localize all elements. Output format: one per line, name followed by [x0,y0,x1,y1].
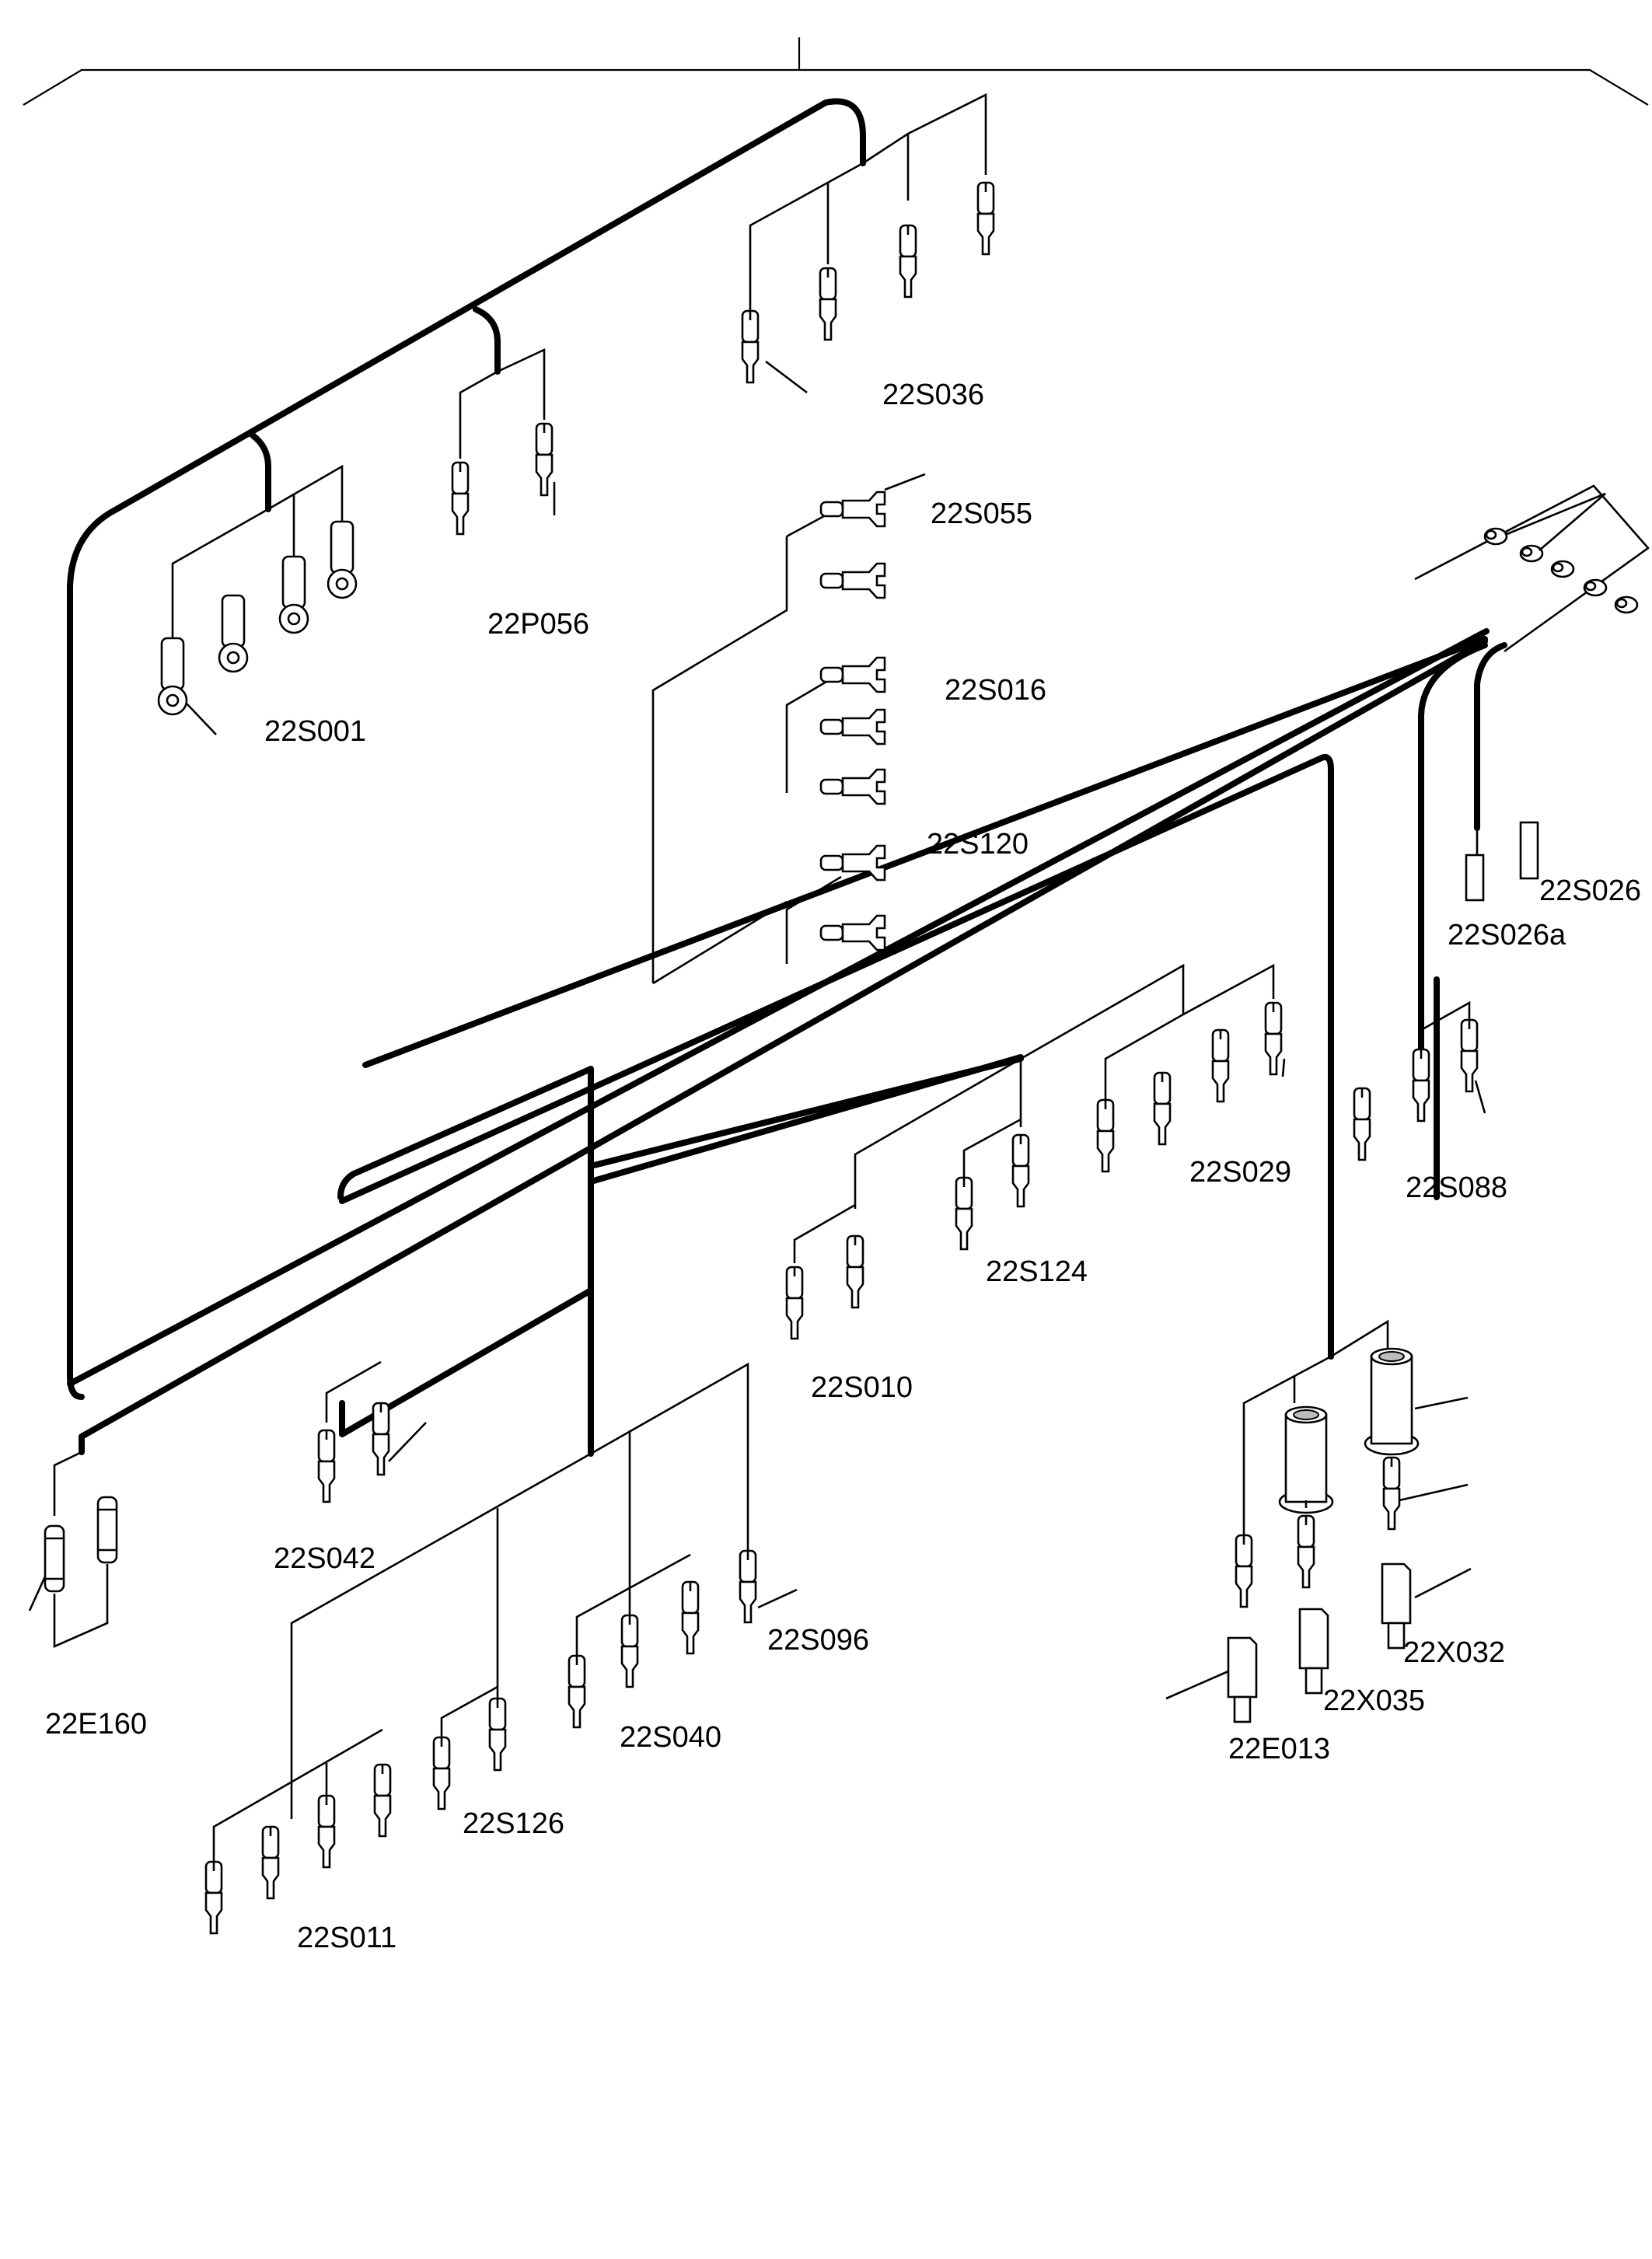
label-22s040: 22S040 [620,1721,721,1754]
label-22s055: 22S055 [931,498,1032,530]
label-22s026a: 22S026a [1448,919,1566,951]
label-22s124: 22S124 [986,1255,1088,1288]
group-top-right-pins [1414,484,1650,653]
group-22s042 [317,1360,427,1503]
label-22s120: 22S120 [927,828,1029,861]
label-22p056: 22P056 [487,608,589,641]
label-22s011: 22S011 [297,1922,396,1954]
label-22s016: 22S016 [945,674,1046,707]
label-22s096: 22S096 [767,1624,869,1657]
component-labels: 22S036 22S055 22P056 22S016 22S001 22S12… [45,379,1641,1954]
label-22s088: 22S088 [1406,1171,1507,1204]
group-22s026 [1465,821,1539,902]
label-22e160: 22E160 [45,1708,147,1741]
group-22p056 [451,347,556,536]
group-22s036 [741,93,995,394]
label-22x035: 22X035 [1323,1685,1425,1717]
frame-outline [23,37,1649,106]
label-22s126: 22S126 [463,1807,564,1840]
label-22s026: 22S026 [1539,875,1641,907]
group-22s001 [157,464,358,735]
group-22s088 [1353,1000,1486,1161]
label-22s036: 22S036 [882,379,984,411]
main-harness-trunks [67,98,1507,1457]
label-22s010: 22S010 [811,1371,913,1404]
label-22s001: 22S001 [264,715,366,748]
label-22e013: 22E013 [1228,1733,1330,1765]
label-22s042: 22S042 [274,1542,375,1575]
group-flat-receptacles [651,473,926,985]
group-lower-left-branches [204,1362,798,1935]
label-22s029: 22S029 [1189,1156,1291,1189]
group-22e160 [28,1451,118,1648]
label-22x032: 22X032 [1403,1636,1505,1669]
group-22x032-x035-e013 [1165,1319,1472,1723]
group-22s029-s124-s010 [785,963,1286,1340]
